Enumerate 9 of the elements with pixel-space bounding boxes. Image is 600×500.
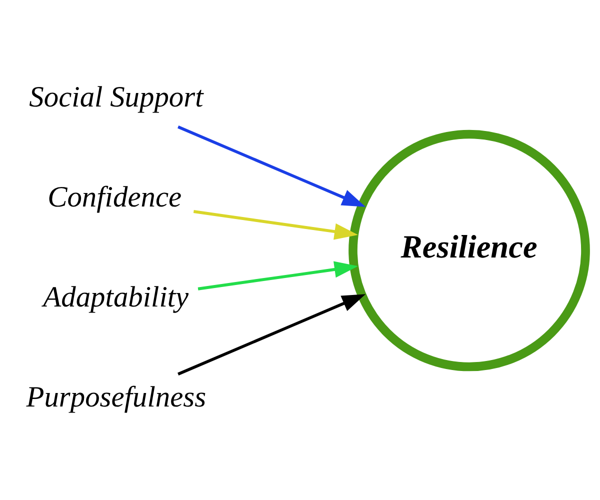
arrow	[178, 294, 366, 375]
arrow	[178, 125, 366, 206]
node-text: Confidence	[48, 180, 182, 213]
arrow	[198, 260, 358, 290]
arrow	[193, 210, 358, 240]
node-circle: Resilience	[348, 129, 590, 371]
node-text: Adaptability	[43, 280, 189, 313]
node-text: Social Support	[29, 80, 204, 113]
node-text: Purposefulness	[26, 381, 206, 414]
